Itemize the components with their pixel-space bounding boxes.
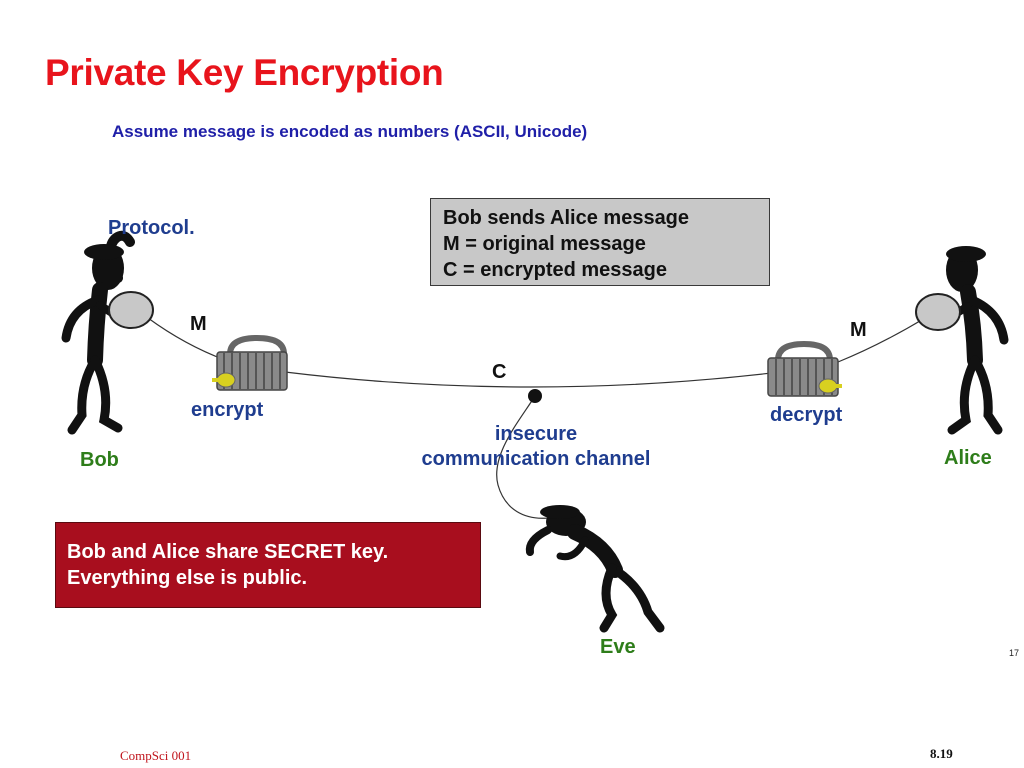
slide-subtitle: Assume message is encoded as numbers (AS… [112,122,588,141]
decrypt-label: decrypt [770,404,843,426]
wire-lock-to-alice [837,317,926,363]
encrypt-lock-icon [212,334,288,391]
decrypt-lock-icon [767,340,842,397]
alice-figure-icon [915,246,1009,435]
eve-figure-icon [525,505,665,633]
eavesdrop-wire [496,395,549,519]
channel-label-line: communication channel [421,448,651,470]
channel-label-line: insecure [494,423,578,445]
protocol-label: Protocol. [108,217,195,239]
info-box-line: Bob sends Alice message [443,207,690,229]
secret-key-box: Bob and Alice share SECRET key. Everythi… [55,522,481,608]
tap-point [528,389,542,403]
slide-title: Private Key Encryption [45,52,444,93]
message-m-label-right: M [850,319,867,341]
eve-label: Eve [600,636,636,658]
insecure-channel-wire [284,371,781,388]
channel-label: insecure communication channel [386,422,686,472]
wire-bob-to-lock [147,317,226,361]
page-number: 17 [1009,648,1020,658]
alice-label: Alice [944,447,992,469]
secret-box-line: Bob and Alice share SECRET key. [67,541,389,563]
info-box-line: M = original message [443,233,646,255]
bob-figure-icon [61,230,154,435]
message-info-box: Bob sends Alice message M = original mes… [430,198,770,286]
message-m-label-left: M [190,313,207,335]
bob-label: Bob [80,449,119,471]
footer-slide-number: 8.19 [930,746,953,761]
secret-box-line: Everything else is public. [67,567,308,589]
ciphertext-c-label: C [492,361,507,383]
encrypt-label: encrypt [191,399,264,421]
info-box-line: C = encrypted message [443,259,667,281]
footer-course: CompSci 001 [120,748,192,763]
